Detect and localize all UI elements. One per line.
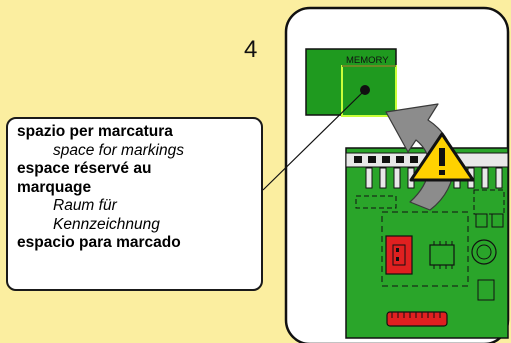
label-english: space for markings: [53, 141, 184, 159]
marking-label-box: spazio per marcatura space for markings …: [6, 117, 263, 291]
warning-triangle-icon: [409, 132, 475, 182]
label-french-line2: marquage: [17, 178, 92, 196]
label-german-line2: Kennzeichnung: [53, 215, 160, 233]
leader-line: [262, 91, 364, 191]
label-french-line1: espace réservé au: [17, 160, 152, 177]
memory-module: MEMORY: [305, 48, 397, 117]
label-spanish: espacio para marcado: [17, 234, 181, 251]
step-number: 4: [244, 36, 258, 63]
memory-chip-label: MEMORY: [346, 55, 389, 66]
label-german-line1: Raum für: [53, 197, 117, 214]
red-pin-header-icon: [386, 311, 448, 327]
red-connector-icon: [385, 235, 413, 275]
label-italian: spazio per marcatura: [17, 123, 173, 140]
